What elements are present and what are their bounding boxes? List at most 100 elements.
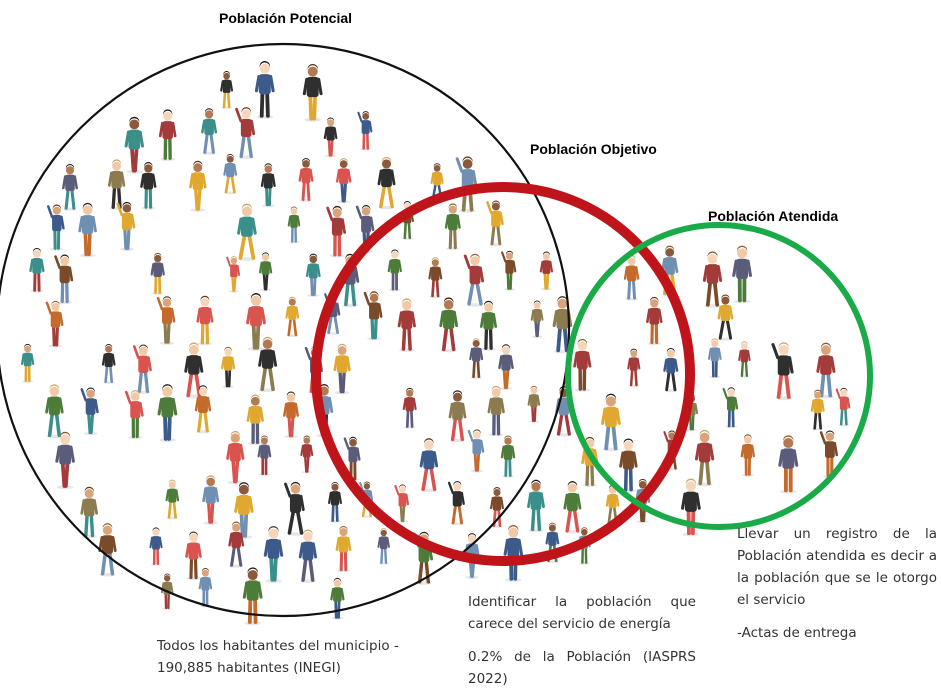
person-figure <box>221 346 236 389</box>
served-description-text: Llevar un registro de la Población atend… <box>737 526 937 608</box>
person-figure <box>487 385 505 437</box>
person-figure <box>45 384 64 439</box>
potential-population-description: Todos los habitantes del municipio - 190… <box>157 635 457 679</box>
person-figure <box>258 252 273 292</box>
person-figure <box>47 204 65 251</box>
person-figure <box>681 478 701 537</box>
person-figure <box>226 256 241 293</box>
target-description-text: Identificar la población que carece del … <box>468 594 696 632</box>
served-population-title: Población Atendida <box>708 208 839 224</box>
person-figure <box>201 108 218 155</box>
potential-description-line: Todos los habitantes del municipio - <box>157 638 399 654</box>
person-figure <box>486 200 504 247</box>
potential-population-title: Población Potencial <box>219 10 353 26</box>
person-figure <box>387 249 402 292</box>
potential-description-line: 190,885 habitantes (INEGI) <box>157 660 341 676</box>
person-figure <box>694 429 715 487</box>
person-figure <box>646 296 663 346</box>
person-figure <box>490 487 504 528</box>
person-figure <box>810 389 825 431</box>
person-figure <box>62 164 78 211</box>
person-figure <box>242 567 263 626</box>
person-figure <box>194 385 212 434</box>
served-population-description: Llevar un registro de la Población atend… <box>737 523 937 644</box>
person-figure <box>738 341 751 378</box>
person-figure <box>54 254 74 305</box>
person-figure <box>605 485 620 525</box>
person-figure <box>601 393 621 452</box>
person-figure <box>463 253 485 307</box>
person-figure <box>300 435 314 474</box>
person-figure <box>235 107 256 160</box>
person-figure <box>717 294 734 341</box>
served-population-circle <box>565 222 873 530</box>
person-figure <box>124 116 145 174</box>
person-figure <box>29 247 45 293</box>
person-figure <box>530 300 544 338</box>
person-figure <box>157 384 178 442</box>
target-population-title: Población Objetivo <box>530 141 657 157</box>
person-figure <box>45 300 64 348</box>
person-figure <box>287 206 301 244</box>
person-figure <box>284 481 305 536</box>
person-figure <box>419 438 439 493</box>
person-figure <box>503 524 524 582</box>
person-figure <box>149 527 163 566</box>
person-figure <box>257 435 272 476</box>
person-figure <box>228 521 245 568</box>
person-figure <box>101 344 116 384</box>
person-figure <box>80 387 99 436</box>
person-figure <box>527 479 545 533</box>
person-figure <box>500 435 516 478</box>
person-figure <box>246 394 264 446</box>
person-figure <box>397 298 416 352</box>
person-figure <box>469 338 484 379</box>
person-figure <box>156 296 176 345</box>
person-figure <box>237 203 257 262</box>
person-figure <box>623 255 640 301</box>
person-figure <box>335 525 352 573</box>
person-figure <box>377 528 390 565</box>
person-figure <box>298 529 318 583</box>
person-figure <box>184 342 204 399</box>
person-figure <box>428 257 443 299</box>
person-figure <box>107 159 126 210</box>
person-figure <box>819 430 839 479</box>
person-figure <box>189 160 207 212</box>
person-figure <box>563 481 582 534</box>
person-figure <box>220 71 234 109</box>
person-figure <box>260 163 276 208</box>
person-figure <box>323 117 338 158</box>
person-figure <box>263 525 284 583</box>
person-figure <box>223 153 238 195</box>
person-figure <box>202 475 220 525</box>
target-description-stat: 0.2% de la Población (IASPRS 2022) <box>468 649 696 687</box>
person-figure <box>527 385 541 423</box>
person-figure <box>627 348 641 388</box>
person-figure <box>116 201 136 251</box>
person-figure <box>447 481 465 526</box>
person-figure <box>305 253 321 297</box>
person-figure <box>573 338 592 392</box>
person-figure <box>78 202 97 258</box>
person-figure <box>778 435 799 494</box>
person-figure <box>198 567 213 608</box>
person-figure <box>324 292 341 335</box>
person-figure <box>285 296 300 338</box>
person-figure <box>467 429 485 473</box>
person-figure <box>298 158 314 202</box>
person-figure <box>258 336 278 393</box>
person-figure <box>539 251 554 291</box>
person-figure <box>98 523 117 577</box>
person-figure <box>439 297 459 353</box>
person-figure <box>246 293 266 351</box>
person-figure <box>302 63 323 122</box>
person-figure <box>55 431 75 490</box>
person-figure <box>816 342 836 399</box>
person-figure <box>132 344 152 395</box>
person-figure <box>394 484 410 523</box>
person-figure <box>402 387 417 429</box>
potential-population-circle <box>0 42 571 618</box>
target-population-description: Identificar la población que carece del … <box>468 591 696 690</box>
